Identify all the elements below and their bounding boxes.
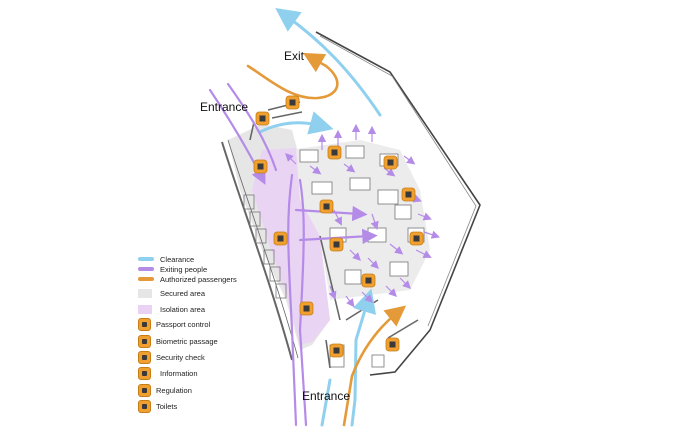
passport-control-icon-glyph [331,149,338,156]
legend-item-clearance: Clearance [138,253,194,265]
legend-label: Biometric passage [156,336,218,346]
authorized-flows [246,52,407,427]
isolation-area-swatch [138,304,152,314]
passport-control-icon-glyph [365,277,372,284]
passport-control-icon-glyph [413,235,420,242]
biometric-passage-icon-glyph [289,99,296,106]
security-check-icon [138,350,151,364]
passport-control-icon-glyph [323,203,330,210]
legend-item-regulation: Regulation [138,383,192,397]
passport-control-icon-glyph [387,159,394,166]
biometric-passage-icon [138,334,151,348]
toilets-icon-glyph [277,235,284,242]
legend-label: Information [160,368,198,378]
legend-item-passport: Passport control [138,317,211,331]
legend-label: Secured area [160,288,206,298]
passport-control-icon [138,317,151,331]
legend-label: Exiting people [160,264,208,274]
information-icon-glyph [303,305,310,312]
legend-item-secured: Secured area [138,287,205,299]
biometric-passage-icon-glyph [389,341,396,348]
legend-item-authorized: Authorized passengers [138,273,237,285]
regulation-icon-glyph [259,115,266,122]
exit-label: Exit [284,49,305,63]
isolation-area [252,148,330,345]
entrance-top-label: Entrance [200,100,249,114]
legend-label: Security check [156,352,205,362]
building-shell [315,31,481,376]
secured-area-swatch [138,288,152,298]
clearance-swatch [138,257,154,261]
regulation-icon [138,383,151,397]
legend-label: Authorized passengers [160,274,237,284]
legend-label: Clearance [160,254,195,264]
wall-pieces [249,101,419,369]
legend-item-biometric: Biometric passage [138,334,218,348]
legend-label: Regulation [156,385,192,395]
seating-rows [243,194,287,299]
legend-item-information: Information [138,366,198,380]
clearance-flows [258,8,382,427]
passport-control-icon-glyph [405,191,412,198]
passport-control-icon-glyph [333,241,340,248]
legend-item-isolation: Isolation area [138,303,205,315]
left-curved-wall [221,139,299,361]
legend-item-security: Security check [138,350,205,364]
plan-icons [253,95,424,358]
legend-item-toilets: Toilets [138,399,178,413]
exiting-flows [208,82,378,427]
exiting-swatch [138,267,154,271]
legend-label: Passport control [156,319,211,329]
toilets-icon [138,399,151,413]
security-check-icon-glyph [257,163,264,170]
legend-label: Isolation area [160,304,206,314]
regulation-icon-glyph [333,347,340,354]
legend-item-exiting: Exiting people [138,263,207,275]
authorized-swatch [138,277,154,281]
information-icon [138,366,151,380]
legend-label: Toilets [156,401,178,411]
entrance-bottom-label: Entrance [302,389,351,403]
